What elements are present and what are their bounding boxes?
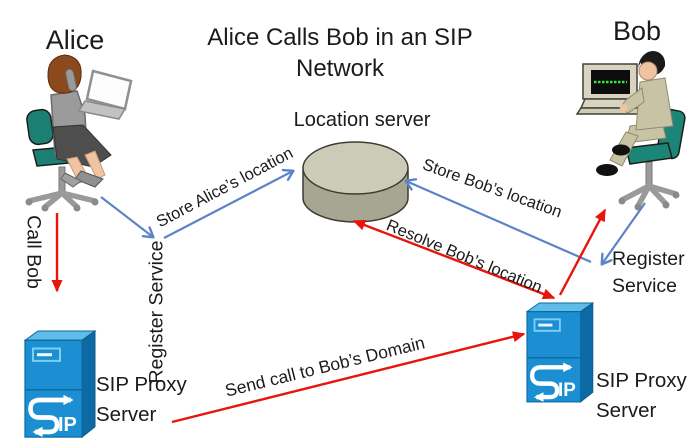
right-proxy-icon (527, 303, 593, 402)
alice-register-arrow (100, 196, 155, 239)
location-server-cylinder (302, 141, 409, 223)
resolve-bob-arrow (352, 219, 556, 300)
right-proxy-label: SIP Proxy Server (596, 369, 687, 422)
location-server-label: Location server (293, 109, 431, 131)
bob-register-label: Register Service (612, 248, 685, 297)
bob-register-arrow (600, 202, 646, 266)
call-bob-label: Call Bob (22, 215, 45, 289)
store-alice-arrow (163, 168, 295, 239)
left-proxy-icon (25, 331, 95, 437)
alice-register-label: Register Service (145, 240, 168, 384)
left-proxy-label: SIP Proxy Server (96, 373, 187, 426)
send-call-arrow (171, 331, 526, 424)
page-title: Alice Calls Bob in an SIP Network (207, 24, 473, 82)
alice-label: Alice (45, 25, 105, 55)
deliver-call-to-bob-arrow (558, 208, 607, 296)
bob-label: Bob (612, 16, 662, 46)
alice-figure (25, 54, 133, 212)
bob-figure (575, 51, 686, 211)
